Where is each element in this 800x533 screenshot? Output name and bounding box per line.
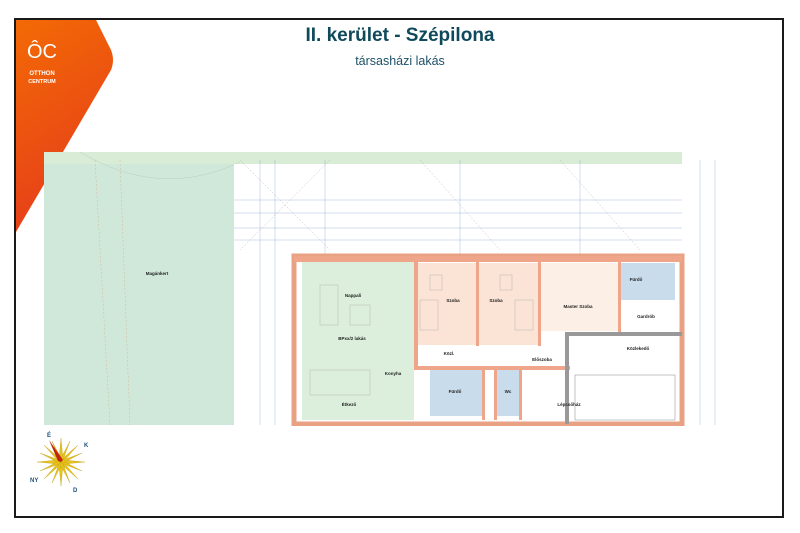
room-master-bedroom [541, 263, 619, 331]
room-label-gardrob: Gardrób [637, 314, 655, 319]
room-label-maganker: Magánkert [146, 271, 169, 276]
room-bedroom-2 [479, 263, 538, 345]
compass-south-label: D [73, 488, 78, 494]
room-wc [497, 370, 519, 416]
compass-rose-icon: É K D NY [30, 431, 89, 494]
room-label-etkezo: Étkező [342, 400, 357, 407]
room-bathroom [430, 370, 482, 416]
logo-line1: OTTHON [29, 71, 54, 77]
logo-mark: ÔC [27, 40, 57, 63]
otthon-centrum-logo: ÔC OTTHON CENTRUM [16, 20, 113, 232]
logo-line2: CENTRUM [28, 79, 56, 85]
compass-north-label: É [47, 431, 51, 439]
room-label-konyha: Konyha [385, 371, 402, 376]
room-label-lepcsohaz: Lépcsőház [557, 402, 581, 407]
floor-plan: Magánkert Nappali BPxx/2 lakás Szoba Szo… [44, 152, 716, 426]
room-wardrobe [620, 302, 675, 331]
room-label-apartment: BPxx/2 lakás [338, 336, 366, 341]
room-label-kozlekedo: Közlekedő [627, 346, 650, 351]
room-bedroom-1 [416, 263, 476, 345]
room-label-furdo-top: Fürdő [630, 277, 643, 282]
compass-west-label: NY [30, 478, 38, 484]
page-subtitle: társasházi lakás [355, 54, 445, 68]
room-label-nappali: Nappali [345, 293, 361, 298]
room-bathroom-top [620, 263, 675, 300]
living-zone [302, 262, 414, 420]
compass-east-label: K [84, 443, 89, 449]
room-label-eloszoba: Előszoba [532, 357, 552, 362]
room-label-furdo: Fürdő [449, 389, 462, 394]
garden-area [44, 152, 234, 425]
room-label-kozl: Közl. [444, 351, 455, 356]
room-label-szoba-2: Szoba [489, 298, 503, 303]
room-label-szoba-1: Szoba [446, 298, 460, 303]
room-label-master-szoba: Master Szoba [563, 304, 593, 309]
room-label-wc: Wc [505, 389, 512, 394]
page-title: II. kerület - Szépilona [305, 25, 495, 46]
